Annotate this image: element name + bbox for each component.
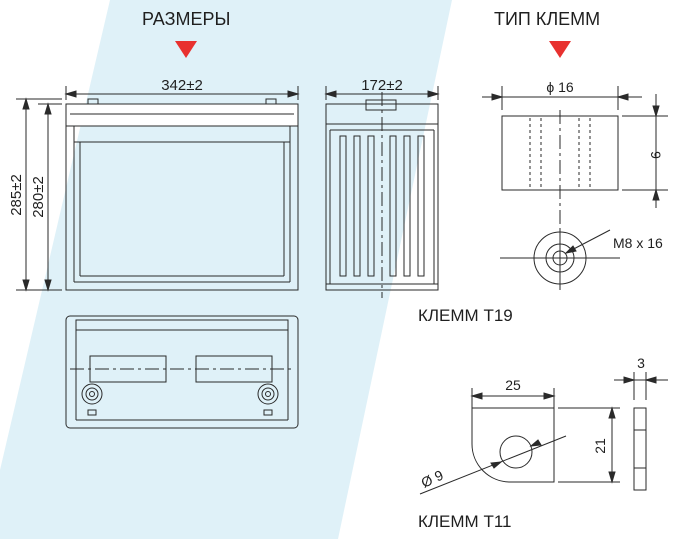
terminal-type-heading: ТИП КЛЕММ [494,9,601,29]
terminal-t11-caption: КЛЕММ Т11 [418,512,512,531]
t19-height-label: 9 [648,151,664,159]
terminal-t19-caption: КЛЕММ Т19 [418,306,513,325]
battery-side-view [325,92,439,298]
dimensions-marker-icon [175,41,197,58]
t11-width-label: 25 [505,377,521,393]
terminal-t19-drawing [482,86,668,290]
t11-thickness-label: 3 [637,355,645,371]
terminal-t11-drawing [419,372,668,495]
body-height-label: 280±2 [30,176,47,218]
width-label: 172±2 [361,77,403,94]
width-dimension [324,86,440,100]
t19-thread-label: М8 х 16 [613,235,663,251]
battery-front-view [65,98,299,291]
dimensions-heading: РАЗМЕРЫ [142,9,231,29]
terminal-marker-icon [549,41,571,58]
battery-top-view [65,315,299,429]
length-dimension [64,86,300,100]
t11-hole-diameter-label: Ø 9 [419,467,446,491]
height-dimensions [16,97,62,292]
t11-height-label: 21 [592,438,608,454]
total-height-label: 285±2 [8,174,25,216]
length-label: 342±2 [161,77,203,94]
t19-diameter-label: ϕ 16 [546,79,574,95]
